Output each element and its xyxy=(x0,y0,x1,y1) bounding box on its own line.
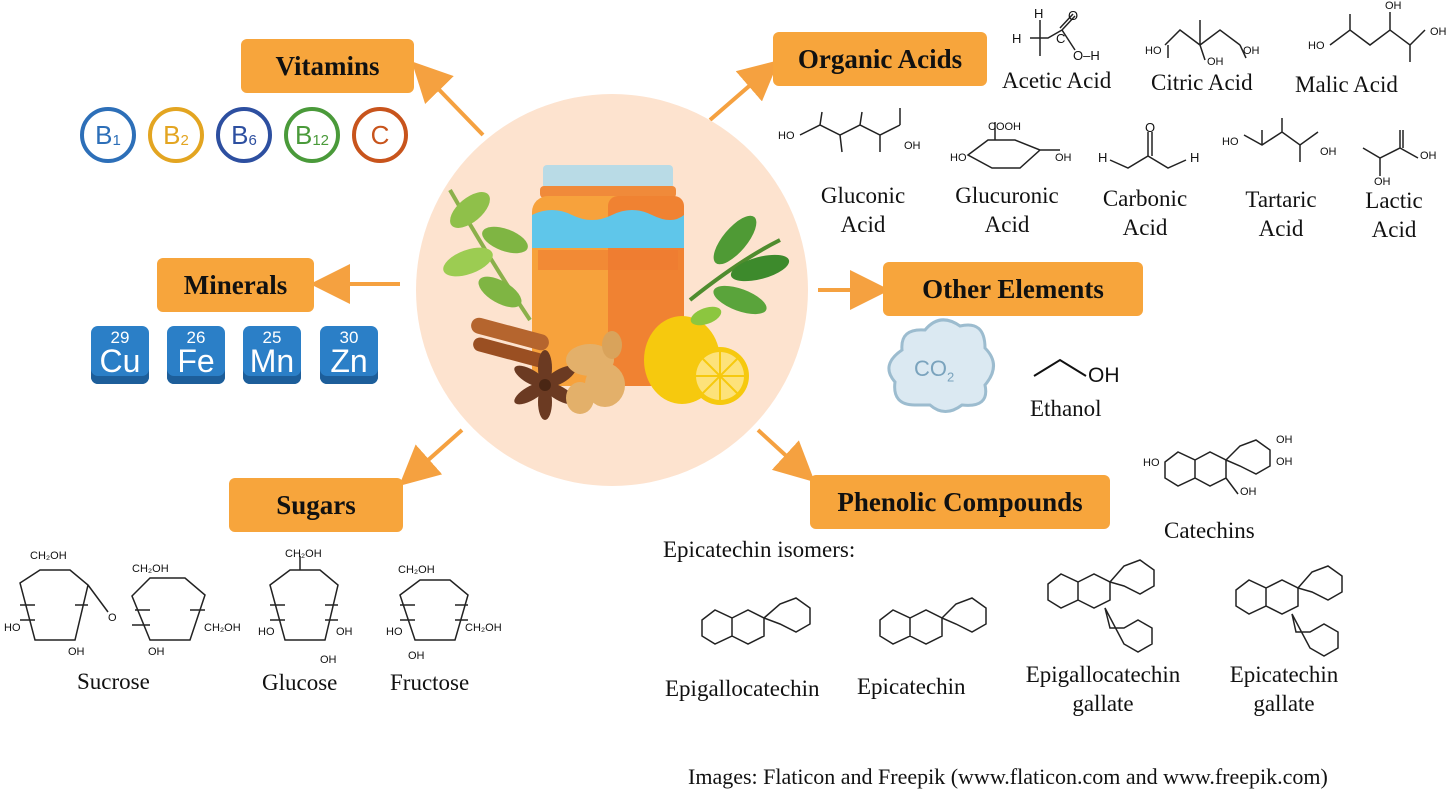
arrow-vitamins xyxy=(411,61,485,137)
label-malic-acid: Malic Acid xyxy=(1295,72,1398,97)
fructose-ch2oh-2: CH₂OH xyxy=(465,622,502,634)
arrow-phenolic xyxy=(756,428,815,483)
lactic-oh: OH xyxy=(1420,150,1437,162)
ginger-icon xyxy=(566,331,625,414)
citric-ho: HO xyxy=(1145,45,1162,57)
catechin-oh-bottom: OH xyxy=(1240,486,1257,498)
category-other-elements: Other Elements xyxy=(883,262,1143,316)
acetic-h-top: H xyxy=(1034,6,1044,21)
vitamin-c-icon: C xyxy=(352,107,408,163)
label-fructose: Fructose xyxy=(390,670,470,695)
epicatechin-isomers-title: Epicatechin isomers: xyxy=(663,537,856,562)
label-acetic-acid: Acetic Acid xyxy=(1002,68,1112,93)
label-epicatechin: Epicatechin xyxy=(857,674,966,699)
lemon-icon xyxy=(644,306,749,405)
label-catechins: Catechins xyxy=(1164,518,1255,543)
glucuronic-oh: OH xyxy=(1055,152,1072,164)
sucrose-oh-1: OH xyxy=(68,646,85,658)
catechin-ho: HO xyxy=(1143,457,1160,469)
tartaric-oh: OH xyxy=(1320,146,1337,158)
category-phenolic-compounds: Phenolic Compounds xyxy=(810,475,1110,529)
tartaric-ho: HO xyxy=(1222,136,1239,148)
glucose-oh: OH xyxy=(336,626,353,638)
malic-oh: OH xyxy=(1430,26,1447,38)
cinnamon-icon xyxy=(471,317,551,369)
acetic-h-left: H xyxy=(1012,31,1022,46)
ethanol-oh: OH xyxy=(1088,364,1120,387)
category-minerals: Minerals xyxy=(157,258,314,312)
glucuronic-cooh: COOH xyxy=(988,121,1021,133)
co2-label: CO2 xyxy=(914,356,955,385)
glucose-ch2oh: CH₂OH xyxy=(285,548,322,560)
sucrose-oh-2: OH xyxy=(148,646,165,658)
arrows xyxy=(310,60,890,486)
label-epigallocatechin: Epigallocatechin xyxy=(665,676,820,701)
gluconic-oh: OH xyxy=(904,140,921,152)
carbonic-h-right: H xyxy=(1190,150,1200,165)
glucose-ho: HO xyxy=(258,626,275,638)
citric-oh-center: OH xyxy=(1207,56,1224,68)
carbonic-o: O xyxy=(1145,120,1156,135)
chemical-structures xyxy=(19,12,1426,657)
fructose-oh: OH xyxy=(408,650,425,662)
label-citric-acid: Citric Acid xyxy=(1151,70,1253,95)
ethanol-structure xyxy=(1033,358,1087,377)
sucrose-ch2oh-2: CH₂OH xyxy=(132,563,169,575)
citric-oh: OH xyxy=(1243,45,1260,57)
glucose-oh-bottom: OH xyxy=(320,654,337,666)
leaves-icon xyxy=(443,189,790,322)
image-credit-caption: Images: Flaticon and Freepik (www.flatic… xyxy=(688,764,1328,789)
label-glucose: Glucose xyxy=(262,670,338,695)
category-sugars: Sugars xyxy=(229,478,403,532)
carbonic-h-left: H xyxy=(1098,150,1108,165)
acetic-o: O xyxy=(1068,8,1079,23)
sucrose-ho: HO xyxy=(4,622,21,634)
lactic-oh-bottom: OH xyxy=(1374,176,1391,188)
arrow-organic-acids xyxy=(708,60,780,122)
catechin-oh-top: OH xyxy=(1276,434,1293,446)
fructose-ch2oh-1: CH₂OH xyxy=(398,564,435,576)
acetic-oh: O–H xyxy=(1073,48,1100,63)
malic-ho: HO xyxy=(1308,40,1325,52)
sucrose-ch2oh-1: CH₂OH xyxy=(30,550,67,562)
label-ethanol: Ethanol xyxy=(1030,396,1102,421)
category-organic-acids: Organic Acids xyxy=(773,32,987,86)
co2-cloud-icon xyxy=(887,318,995,413)
arrow-sugars xyxy=(399,428,464,486)
sucrose-o: O xyxy=(108,612,117,624)
fructose-ho: HO xyxy=(386,626,403,638)
glucuronic-ho: HO xyxy=(950,152,967,164)
acetic-c: C xyxy=(1056,31,1066,46)
malic-oh-top: OH xyxy=(1385,0,1402,12)
label-sucrose: Sucrose xyxy=(77,669,150,694)
catechin-oh-right: OH xyxy=(1276,456,1293,468)
category-vitamins: Vitamins xyxy=(241,39,414,93)
gluconic-ho: HO xyxy=(778,130,795,142)
sucrose-ch2oh-3: CH₂OH xyxy=(204,622,241,634)
